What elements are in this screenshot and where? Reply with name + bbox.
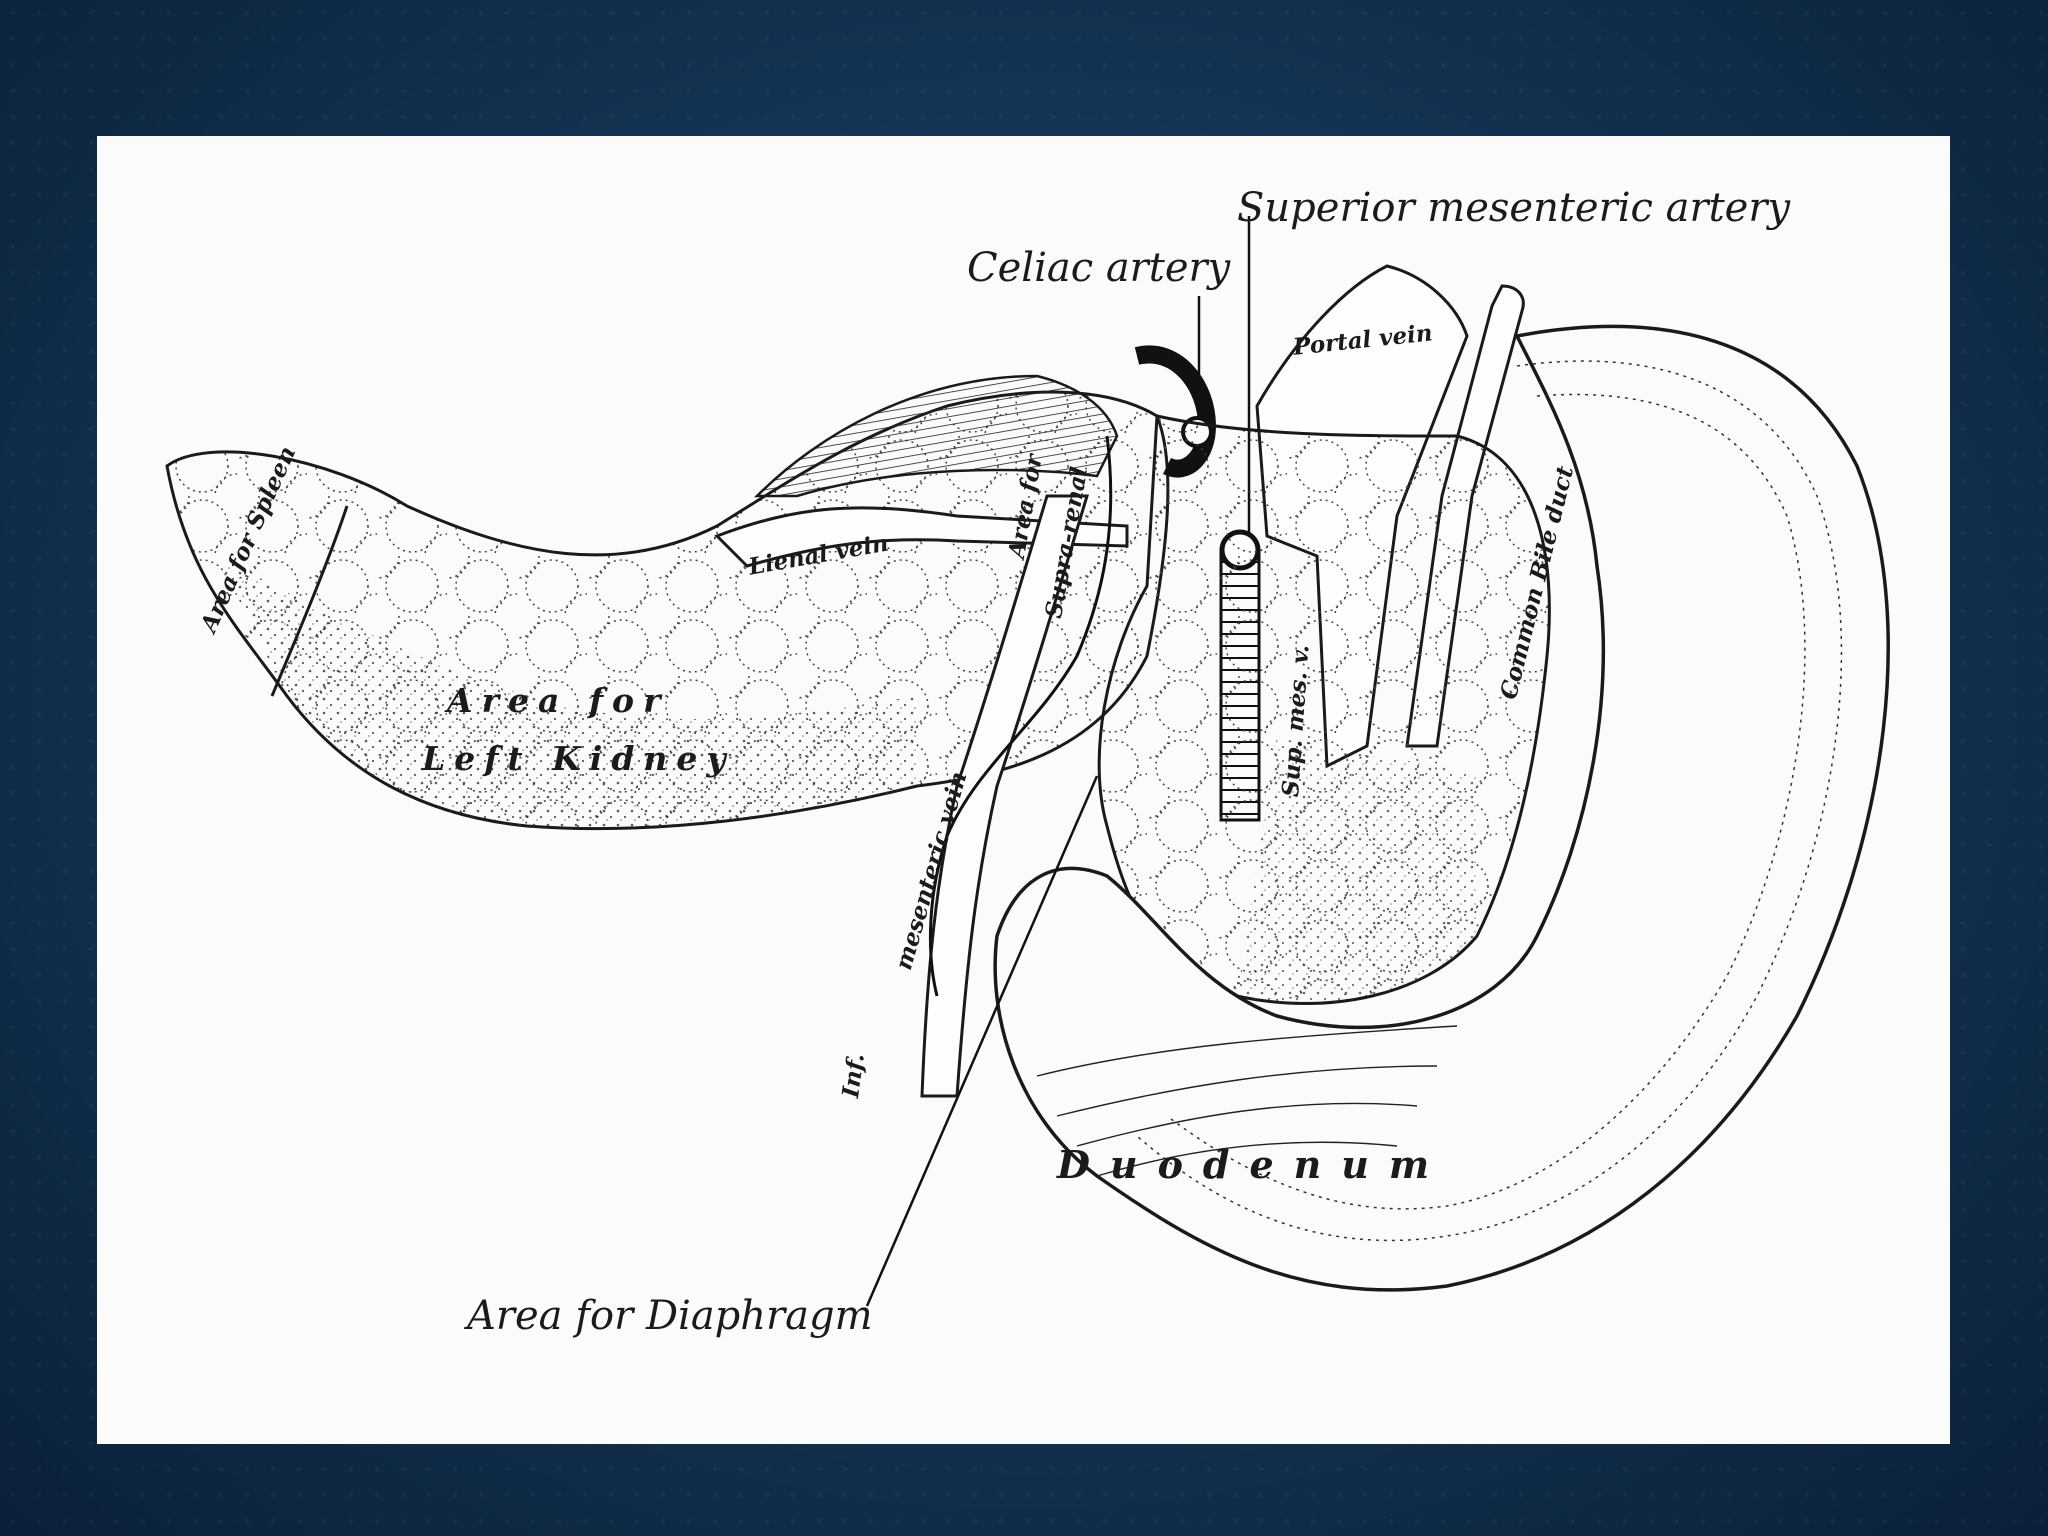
pancreas-illustration <box>165 216 1890 1307</box>
inferior-mesenteric-vein <box>920 494 1090 1098</box>
label-inf-mesenteric-vein-line1: Inf. <box>837 1051 870 1100</box>
label-area-for-left-kidney-line1: Area for <box>447 681 670 720</box>
lienal-vein <box>714 506 1129 568</box>
diagram-panel: Superior mesenteric artery Celiac artery… <box>97 136 1950 1444</box>
label-celiac-artery: Celiac artery <box>967 245 1231 291</box>
pancreas-stipple <box>217 556 917 829</box>
label-area-for-diaphragm: Area for Diaphragm <box>467 1293 873 1339</box>
label-area-for-left-kidney-line2: Left Kidney <box>422 739 735 778</box>
diaphragm-leader <box>865 775 1099 1307</box>
upper-ridge <box>753 374 1119 498</box>
label-duodenum: Duodenum <box>1057 1142 1450 1187</box>
duodenum <box>993 324 1890 1292</box>
suprarenal-area-boundary <box>928 435 1113 997</box>
spleen-area-boundary <box>270 505 349 697</box>
label-superior-mesenteric-artery: Superior mesenteric artery <box>1237 185 1791 231</box>
